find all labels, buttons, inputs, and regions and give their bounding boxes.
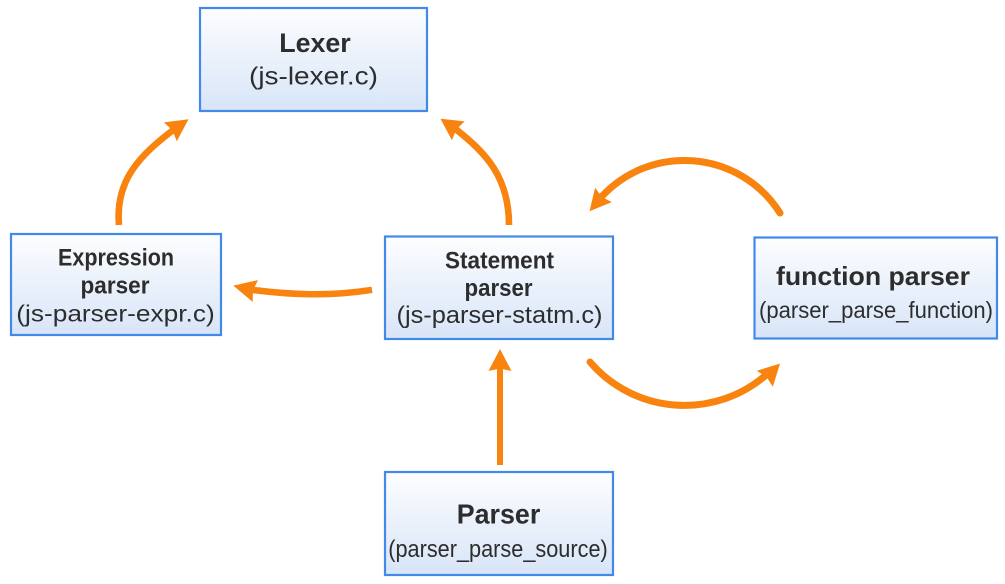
svg-text:function parser: function parser [776, 261, 970, 291]
svg-text:parser: parser [81, 273, 150, 300]
svg-text:Parser: Parser [457, 499, 541, 530]
svg-text:Expression: Expression [58, 245, 174, 272]
svg-text:(js-lexer.c): (js-lexer.c) [249, 63, 378, 91]
svg-text:Statement: Statement [445, 248, 554, 275]
svg-text:(js-parser-expr.c): (js-parser-expr.c) [16, 301, 215, 327]
svg-text:(parser_parse_source): (parser_parse_source) [388, 536, 608, 563]
svg-text:parser: parser [465, 275, 533, 302]
svg-text:(js-parser-statm.c): (js-parser-statm.c) [397, 302, 603, 329]
svg-text:Lexer: Lexer [279, 28, 351, 58]
svg-text:(parser_parse_function): (parser_parse_function) [759, 297, 993, 323]
